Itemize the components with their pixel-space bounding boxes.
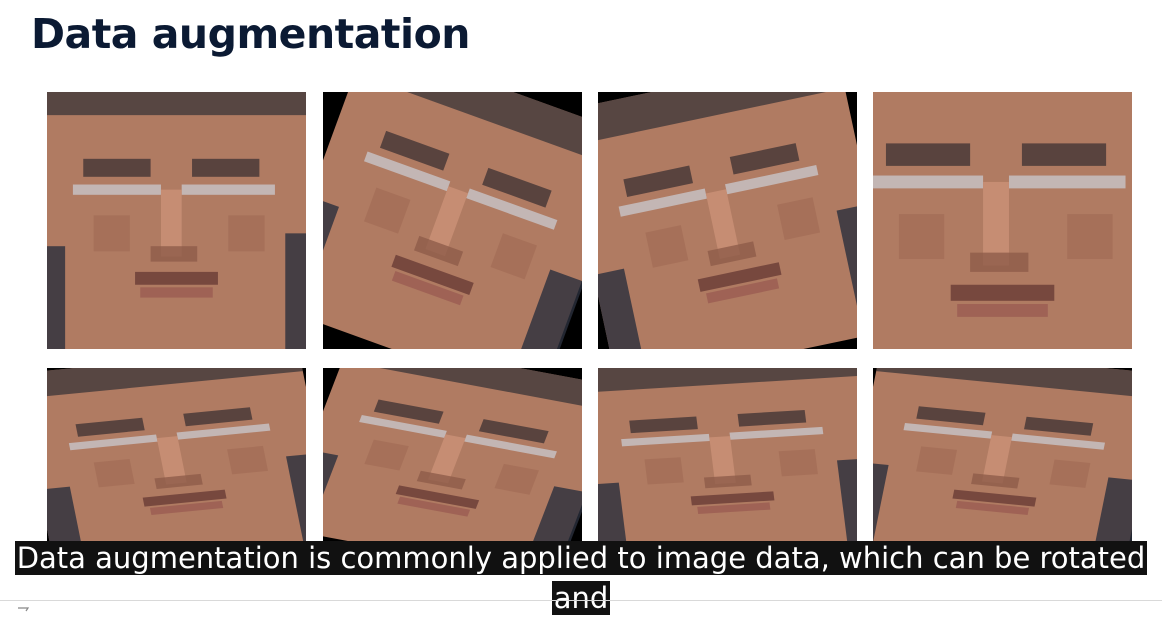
face-image-8 — [873, 368, 1132, 548]
face-image-1 — [47, 92, 306, 349]
player-divider — [0, 600, 1162, 601]
video-subtitle: Data augmentation is commonly applied to… — [0, 538, 1162, 618]
face-image-6 — [323, 368, 582, 548]
face-image-2 — [323, 92, 582, 349]
slide-title: Data augmentation — [31, 10, 470, 58]
face-image-3 — [598, 92, 857, 349]
face-image-5 — [47, 368, 306, 548]
face-image-7 — [598, 368, 857, 548]
cursor-icon — [18, 607, 30, 612]
face-image-4 — [873, 92, 1132, 349]
subtitle-text: Data augmentation is commonly applied to… — [14, 541, 1148, 615]
